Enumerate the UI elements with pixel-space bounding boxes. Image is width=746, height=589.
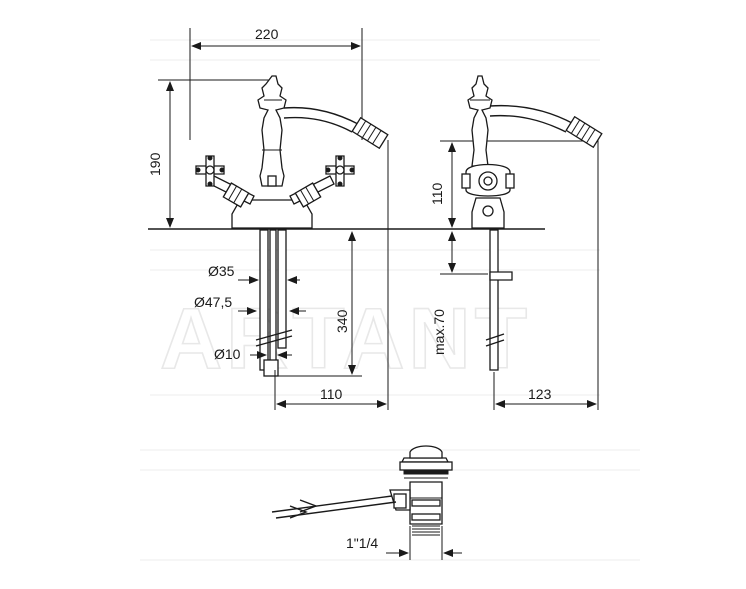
front-view-faucet [148,28,545,410]
dimension-height-110: 110 [429,182,445,205]
thread-lines [412,525,440,536]
side-view-faucet [440,75,603,410]
dimension-diameter-47-5: Ø47,5 [194,294,232,310]
dimension-depth-340: 340 [334,309,350,333]
drain-assembly [271,445,462,560]
watermark: ARTANT [160,291,531,387]
dimension-width-220: 220 [255,26,279,42]
dimension-height-190: 190 [147,152,163,176]
dimension-diameter-10: Ø10 [214,346,241,362]
dimension-max-70: max.70 [431,309,447,355]
dimension-diameter-35: Ø35 [208,263,235,279]
dimension-offset-110: 110 [320,386,343,402]
dimension-offset-123: 123 [528,386,552,402]
background-hatching [140,39,640,561]
dimension-thread-1-1-4: 1"1/4 [346,535,378,551]
